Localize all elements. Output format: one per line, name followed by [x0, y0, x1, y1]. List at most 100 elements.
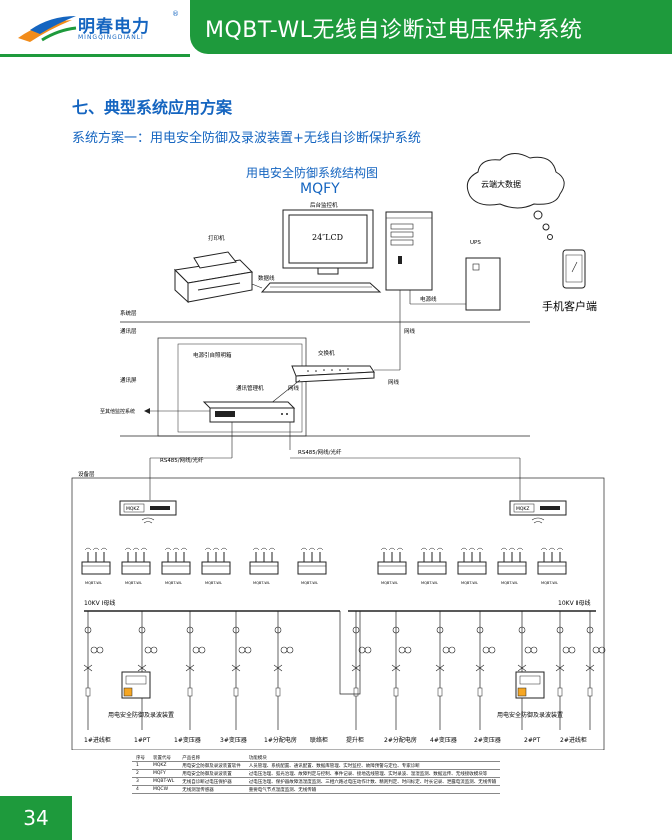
- table-row: 4 MQCW 无线测温传感器 重要电气节点温度监测、无线传输: [132, 785, 501, 794]
- system-layer-label: 系统层: [120, 309, 137, 317]
- table-header-cell: 产品名称: [178, 754, 245, 762]
- bus-left-label: 10KV Ⅰ母线: [84, 599, 115, 607]
- table-cell: 无线测温传感器: [178, 785, 245, 794]
- printer-label: 打印机: [208, 234, 225, 242]
- table-header-cell: 装置代号: [149, 754, 179, 762]
- device-right-label: 用电安全防御及录波装置: [497, 711, 563, 719]
- subtitle: 系统方案一：用电安全防御及录波装置+无线自诊断保护系统: [72, 131, 421, 146]
- mqbt-label: MQBT-WL: [501, 581, 518, 585]
- table-row: 3 MQBT-WL 无线自诊断过电压保护器 过电压治理、保护器故障温湿度监测、三…: [132, 777, 501, 786]
- feeder-column: [231, 611, 252, 730]
- cabinet-label: 1#变压器: [174, 736, 201, 744]
- mqbt-wl-unit: MQBT-WL: [297, 547, 327, 585]
- logo-subtext: MINGQINGDIANLI: [78, 34, 144, 41]
- mqbt-wl-unit: MQBT-WL: [161, 547, 191, 585]
- feeder-column: [351, 611, 372, 730]
- cabinet-label: 1#分配电房: [264, 736, 297, 744]
- cabinet-label: 2#变压器: [474, 736, 501, 744]
- cloud-label: 云端大数据: [481, 179, 521, 189]
- mqbt-wl-unit: MQBT-WL: [249, 547, 279, 585]
- mqbt-label: MQBT-WL: [421, 581, 438, 585]
- mqbt-label: MQBT-WL: [461, 581, 478, 585]
- mqbt-label: MQBT-WL: [301, 581, 318, 585]
- mqbt-label: MQBT-WL: [253, 581, 270, 585]
- device-layer-box: [71, 477, 605, 750]
- ups-icon: [465, 257, 501, 311]
- ups-label: UPS: [470, 240, 481, 246]
- page-number: 34: [0, 796, 72, 840]
- data-line-label: 数据线: [258, 274, 275, 282]
- computer-tower-icon: [385, 211, 433, 291]
- mqbt-wl-unit: MQBT-WL: [417, 547, 447, 585]
- mqbt-wl-unit: MQBT-WL: [121, 547, 151, 585]
- monitor-icon: 24″LCD: [260, 209, 382, 293]
- mqbt-label: MQBT-WL: [541, 581, 558, 585]
- cabinet-label: 3#变压器: [220, 736, 247, 744]
- table-cell: 用电安全防御及录波装置: [178, 769, 245, 778]
- section-title: 七、典型系统应用方案: [72, 98, 233, 117]
- table-cell: 过电压治理、保护器故障温湿度监测、三相六路过电压动作计数、精则判定、时间标定、时…: [244, 777, 501, 786]
- network-label-top: 网线: [404, 327, 416, 335]
- cabinet-label: 2#分配电房: [384, 736, 417, 744]
- cabinet-label: 4#变压器: [430, 736, 457, 744]
- table-cell: 1: [132, 761, 149, 770]
- mqbt-wl-row: MQBT-WL MQBT-WL MQBT-WL MQBT-WL MQBT-WL MQBT-…: [81, 547, 567, 585]
- table-cell: MQCW: [149, 785, 179, 794]
- mqbt-wl-unit: MQBT-WL: [81, 547, 111, 585]
- table-cell: 过电压治理、弧光治理、故障判定与控制、事件记录、接地选线管理、实时录波、温湿监测…: [244, 769, 501, 778]
- power-cabinet-label: 电源引自照明箱: [193, 351, 232, 359]
- table-row: 2 MQFY 用电安全防御及录波装置 过电压治理、弧光治理、故障判定与控制、事件…: [132, 769, 501, 778]
- mqbt-label: MQBT-WL: [381, 581, 398, 585]
- mqbt-wl-unit: MQBT-WL: [537, 547, 567, 585]
- other-system-label: 至其他监控系统: [100, 408, 135, 415]
- cloud-icon: 云端大数据: [466, 153, 565, 240]
- logo-mark-icon: [18, 16, 77, 42]
- table-cell: 3: [132, 777, 149, 786]
- mqbt-label: MQBT-WL: [165, 581, 182, 585]
- bus-right-label: 10KV Ⅱ母线: [558, 599, 591, 607]
- switch-label: 交换机: [318, 349, 335, 357]
- feeder-column: [185, 611, 206, 730]
- device-left-label: 用电安全防御及录波装置: [108, 711, 174, 719]
- rs485-right-label: RS485/网线/光纤: [298, 448, 342, 456]
- mqkz-unit-right: MQKZ: [509, 500, 567, 524]
- header-bar: [190, 0, 672, 54]
- table-cell: 2: [132, 769, 149, 778]
- system-diagram: 用电安全防御系统结构图 MQFY 云端大数据 后台监控机 24″LCD 打印机 …: [71, 153, 606, 750]
- comm-manager-icon: [202, 401, 296, 423]
- feeder-column: [83, 611, 104, 730]
- page-header: 明春电力 ® MINGQINGDIANLI MQBT-WL无线自诊断过电压保护系…: [0, 0, 672, 62]
- table-header-cell: 序号: [132, 754, 149, 762]
- printer-icon: [173, 251, 254, 304]
- table-cell: MQBT-WL: [149, 777, 179, 786]
- cabinet-label: 1#进线柜: [84, 736, 111, 744]
- table-header-row: 序号 装置代号 产品名称 功能模块: [132, 754, 501, 762]
- recorder-device-right: [515, 671, 545, 699]
- cabinet-label: 2#PT: [524, 737, 540, 744]
- svg-text:MQKZ: MQKZ: [126, 506, 139, 512]
- table-cell: MQKZ: [149, 761, 179, 770]
- mqkz-unit-left: MQKZ: [119, 500, 177, 524]
- mqbt-label: MQBT-WL: [85, 581, 102, 585]
- feeder-column: [435, 611, 456, 730]
- svg-text:MQKZ: MQKZ: [516, 506, 529, 512]
- cabinet-label: 联络柜: [310, 736, 328, 744]
- mqbt-wl-unit: MQBT-WL: [497, 547, 527, 585]
- table-row: 1 MQKZ 用电安全防御及录波装置软件 人员管理、系统配置、通讯配置、数据库管…: [132, 761, 501, 770]
- feeder-column: [273, 611, 294, 730]
- device-layer-label: 设备层: [78, 470, 95, 478]
- logo: 明春电力 ® MINGQINGDIANLI: [0, 0, 190, 57]
- network-label-mid: 网线: [388, 378, 400, 386]
- table-cell: 4: [132, 785, 149, 794]
- feeder-column: [391, 611, 412, 730]
- table-header-cell: 功能模块: [244, 754, 501, 762]
- diagram-title: 用电安全防御系统结构图: [246, 165, 378, 180]
- lcd-label: 24″LCD: [312, 233, 343, 242]
- table-cell: 无线自诊断过电压保护器: [178, 777, 245, 786]
- mqbt-wl-unit: MQBT-WL: [201, 547, 231, 585]
- header-title: MQBT-WL无线自诊断过电压保护系统: [205, 18, 583, 43]
- table-cell: 重要电气节点温度监测、无线传输: [244, 785, 501, 794]
- cabinet-label: 2#进线柜: [560, 736, 587, 744]
- feeder-column: [555, 611, 576, 730]
